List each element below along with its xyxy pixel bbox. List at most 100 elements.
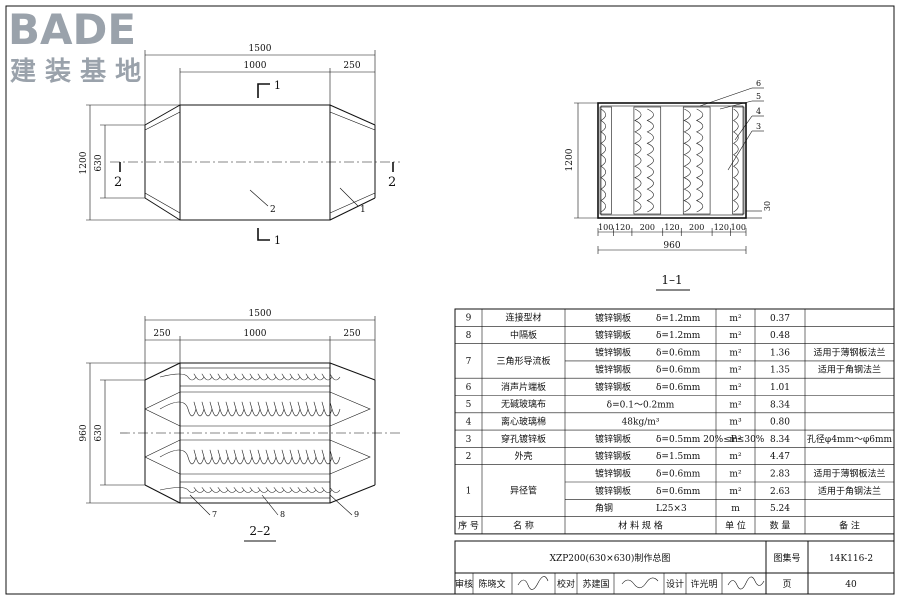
row-qty: 8.34 — [770, 435, 790, 445]
row-note: 适用于薄钢板法兰 — [813, 346, 885, 358]
page-label: 页 — [782, 579, 791, 590]
row-qty: 0.48 — [770, 331, 790, 341]
row-number: 2 — [466, 452, 472, 462]
logo-subtitle: 建 装 基 地 — [10, 57, 141, 87]
logo-brand: BADE — [8, 5, 136, 54]
row-name: 异径管 — [510, 485, 537, 497]
front-callout-1: 1 — [360, 205, 366, 215]
row-number: 9 — [466, 314, 472, 324]
plan-baffle — [179, 481, 331, 499]
row-material: 镀锌钢板 — [595, 467, 631, 479]
section-baffle — [682, 106, 711, 215]
row-material: 镀锌钢板 — [595, 364, 631, 376]
row-spec: 48kg/m³ — [622, 418, 660, 428]
row-qty: 5.24 — [770, 504, 790, 514]
table-row: 镀锌钢板 δ=0.6mm m² 2.63 适用于角钢法兰 — [595, 485, 881, 497]
row-qty: 4.47 — [770, 452, 790, 462]
front-body — [179, 104, 331, 221]
table-header-spec: 材 料 规 格 — [618, 519, 663, 531]
row-qty: 2.63 — [770, 487, 790, 497]
front-section-1-top: 1 — [274, 79, 281, 92]
section-dim-segment: 100 — [731, 223, 746, 232]
plan-callout: 9 — [354, 510, 359, 519]
reviewer-signature — [517, 576, 549, 590]
section-dim-segment: 100 — [598, 223, 613, 232]
row-name: 离心玻璃棉 — [501, 415, 546, 427]
section-callout: 3 — [756, 122, 761, 131]
row-qty: 0.80 — [770, 418, 790, 428]
section-dim-segment: 200 — [689, 223, 704, 232]
row-spec: δ=1.2mm — [656, 331, 701, 341]
row-spec: δ=0.6mm — [656, 366, 701, 376]
plan-label: 2–2 — [249, 524, 270, 538]
row-qty: 1.35 — [770, 366, 790, 376]
row-note: 孔径φ4mm～φ6mm — [807, 433, 893, 445]
section-dim-height: 1200 — [565, 148, 575, 171]
row-name: 无碱玻璃布 — [501, 398, 546, 410]
row-spec: L25×3 — [656, 504, 687, 514]
row-name: 穿孔镀锌板 — [501, 433, 546, 445]
row-spec: δ=0.6mm — [656, 348, 701, 358]
plan-dim-mid: 1000 — [244, 329, 267, 339]
row-spec: δ=1.2mm — [656, 314, 701, 324]
row-spec: δ=0.5mm 20%≤P≤30% — [656, 435, 765, 445]
designer-name: 许光明 — [690, 578, 717, 590]
row-material: 角钢 — [595, 502, 613, 514]
section-dim-total: 960 — [663, 241, 680, 251]
row-number: 3 — [466, 435, 472, 445]
row-unit: m² — [729, 435, 742, 445]
plan-baffle — [144, 391, 371, 427]
plan-dim-start: 250 — [153, 329, 170, 339]
row-name: 连接型材 — [505, 312, 541, 324]
front-view: 1500 1000 250 1200 630 1 1 2 2 — [79, 44, 400, 247]
plan-dim-end: 250 — [343, 329, 360, 339]
row-note: 适用于角钢法兰 — [818, 485, 881, 497]
plan-dim-pipe: 630 — [94, 424, 104, 441]
row-spec: δ=0.6mm — [656, 383, 701, 393]
row-unit: m² — [729, 400, 742, 410]
row-material: 镀锌钢板 — [595, 433, 631, 445]
plan-callout: 7 — [212, 510, 217, 519]
designer-signature — [727, 576, 765, 590]
row-material: 镀锌钢板 — [595, 450, 631, 462]
check-label: 校对 — [557, 578, 575, 590]
row-unit: m² — [729, 487, 742, 497]
row-note: 适用于薄钢板法兰 — [813, 467, 885, 479]
section-dim-segment: 120 — [664, 223, 679, 232]
row-unit: m² — [729, 314, 742, 324]
review-label: 审核 — [455, 578, 473, 590]
reviewer-name: 陈晓文 — [478, 578, 505, 590]
row-qty: 1.01 — [770, 383, 790, 393]
row-spec: δ=0.6mm — [656, 487, 701, 497]
row-material: 镀锌钢板 — [595, 329, 631, 341]
sheet-border — [5, 5, 895, 595]
checker-signature — [621, 577, 659, 589]
atlas-number: 14K116-2 — [829, 554, 873, 564]
front-dim-mid: 1000 — [244, 61, 267, 71]
logo: BADE 建 装 基 地 — [8, 5, 141, 87]
table-header-qty: 数 量 — [770, 519, 791, 531]
row-number: 1 — [466, 487, 472, 497]
section-label: 1–1 — [661, 273, 682, 287]
section-baffle — [633, 106, 662, 215]
table-row: 3 穿孔镀锌板 镀锌钢板 δ=0.5mm 20%≤P≤30%m² 8.34 孔径φ4mm～… — [466, 433, 893, 445]
front-section-2-left: 2 — [114, 175, 122, 190]
title-block: XZP200(630×630)制作总图 图集号 14K116-2 页 40 审核… — [454, 540, 895, 595]
page-number: 40 — [845, 580, 857, 590]
row-name: 三角形导流板 — [496, 355, 550, 367]
row-unit: m² — [729, 452, 742, 462]
front-section-1-bottom: 1 — [274, 234, 281, 247]
front-dim-pipe: 630 — [94, 154, 104, 171]
front-section-2-right: 2 — [388, 175, 396, 190]
row-material: 镀锌钢板 — [595, 485, 631, 497]
section-callout: 5 — [756, 92, 761, 101]
row-unit: m² — [729, 348, 742, 358]
table-header-unit: 单 位 — [725, 519, 746, 531]
